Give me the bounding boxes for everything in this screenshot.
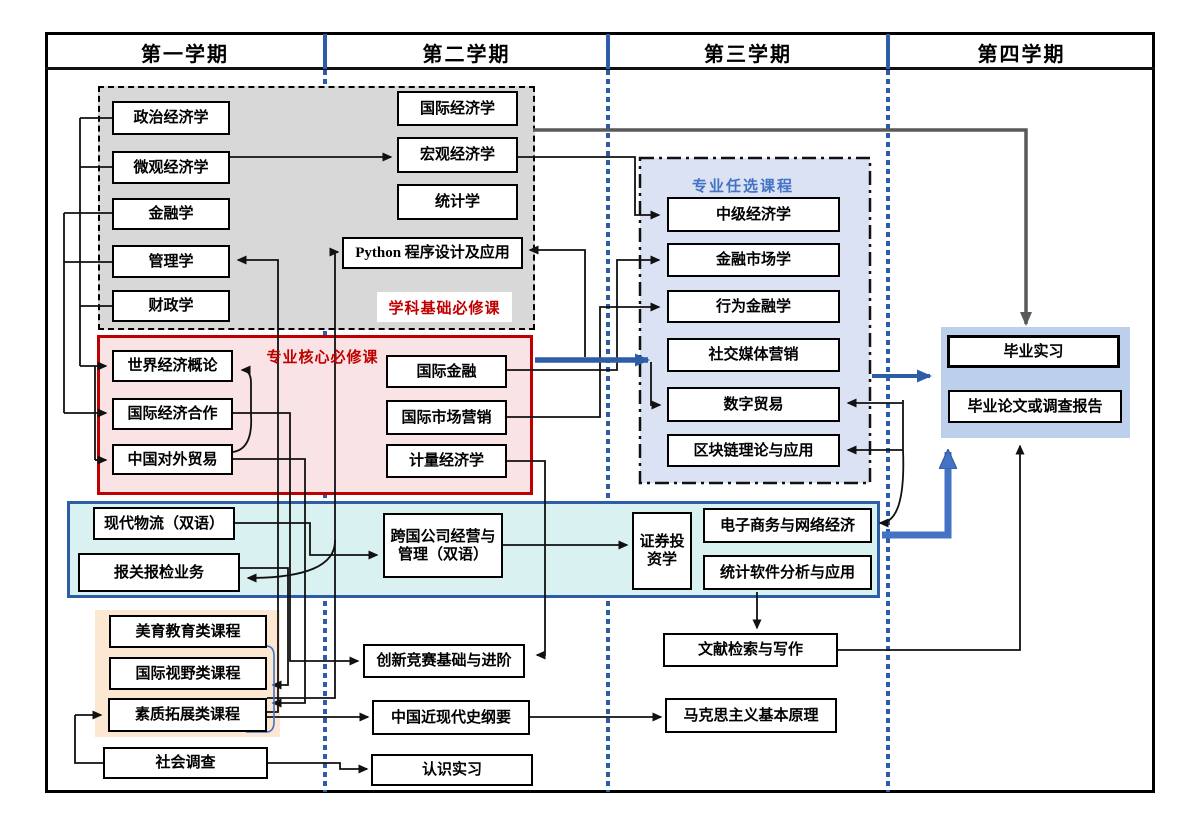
foundation-group-label: 学科基础必修课 <box>377 292 512 322</box>
course-quality-development: 素质拓展类课程 <box>108 698 267 732</box>
course-cognition-practice: 认识实习 <box>371 754 533 786</box>
elective-group-label: 专业任选课程 <box>691 178 794 195</box>
course-econometrics: 计量经济学 <box>386 444 507 478</box>
core-group-label: 专业核心必修课 <box>266 349 379 366</box>
course-macroeconomics: 宏观经济学 <box>397 137 518 173</box>
course-blockchain-theory: 区块链理论与应用 <box>667 434 840 467</box>
course-modern-logistics: 现代物流（双语） <box>93 507 235 540</box>
course-financial-markets: 金融市场学 <box>667 243 840 277</box>
course-china-foreign-trade: 中国对外贸易 <box>112 444 233 475</box>
header-semester-3: 第三学期 <box>704 43 792 66</box>
course-ecommerce-network-economy: 电子商务与网络经济 <box>703 508 872 543</box>
course-innovation-competition: 创新竞赛基础与进阶 <box>363 644 525 678</box>
course-statistics: 统计学 <box>397 184 518 220</box>
course-international-vision: 国际视野类课程 <box>109 657 267 690</box>
course-aesthetic-education: 美育教育类课程 <box>109 615 267 648</box>
course-python-programming: Python 程序设计及应用 <box>342 237 523 269</box>
course-intermediate-economics: 中级经济学 <box>667 197 840 232</box>
course-world-economy-intro: 世界经济概论 <box>112 350 233 382</box>
outer-frame <box>45 32 1155 793</box>
course-intl-economic-cooperation: 国际经济合作 <box>112 398 233 430</box>
header-band <box>45 32 1155 70</box>
course-multinational-management: 跨国公司经营与管理（双语） <box>383 513 503 578</box>
header-semester-2: 第二学期 <box>422 43 511 66</box>
course-graduation-thesis: 毕业论文或调查报告 <box>948 390 1122 423</box>
course-finance: 金融学 <box>112 198 230 230</box>
header-semester-4: 第四学期 <box>977 43 1066 66</box>
course-statistical-software: 统计软件分析与应用 <box>703 555 872 590</box>
semester-dotted-divider-2 <box>606 70 610 792</box>
course-international-finance: 国际金融 <box>386 355 507 388</box>
course-social-media-marketing: 社交媒体营销 <box>667 338 840 372</box>
course-social-survey: 社会调查 <box>103 747 268 779</box>
header-divider-2 <box>606 34 610 69</box>
course-public-finance: 财政学 <box>112 290 230 322</box>
course-digital-trade: 数字贸易 <box>667 387 840 422</box>
course-management: 管理学 <box>112 245 230 278</box>
course-behavioral-finance: 行为金融学 <box>667 290 840 323</box>
header-semester-1: 第一学期 <box>141 43 229 66</box>
header-divider-1 <box>323 34 327 69</box>
course-international-marketing: 国际市场营销 <box>386 400 507 435</box>
course-microeconomics: 微观经济学 <box>112 151 230 184</box>
course-marxism-principles: 马克思主义基本原理 <box>665 698 837 733</box>
course-graduation-internship: 毕业实习 <box>947 335 1120 368</box>
course-international-economics: 国际经济学 <box>397 91 518 126</box>
course-political-economy: 政治经济学 <box>112 101 230 135</box>
course-modern-chinese-history: 中国近现代史纲要 <box>372 700 530 735</box>
header-divider-3 <box>886 34 890 69</box>
semester-dotted-divider-3 <box>886 70 890 792</box>
course-literature-retrieval: 文献检索与写作 <box>663 633 838 667</box>
course-securities-investment: 证券投资学 <box>632 512 692 590</box>
course-customs-declaration: 报关报检业务 <box>78 553 240 592</box>
